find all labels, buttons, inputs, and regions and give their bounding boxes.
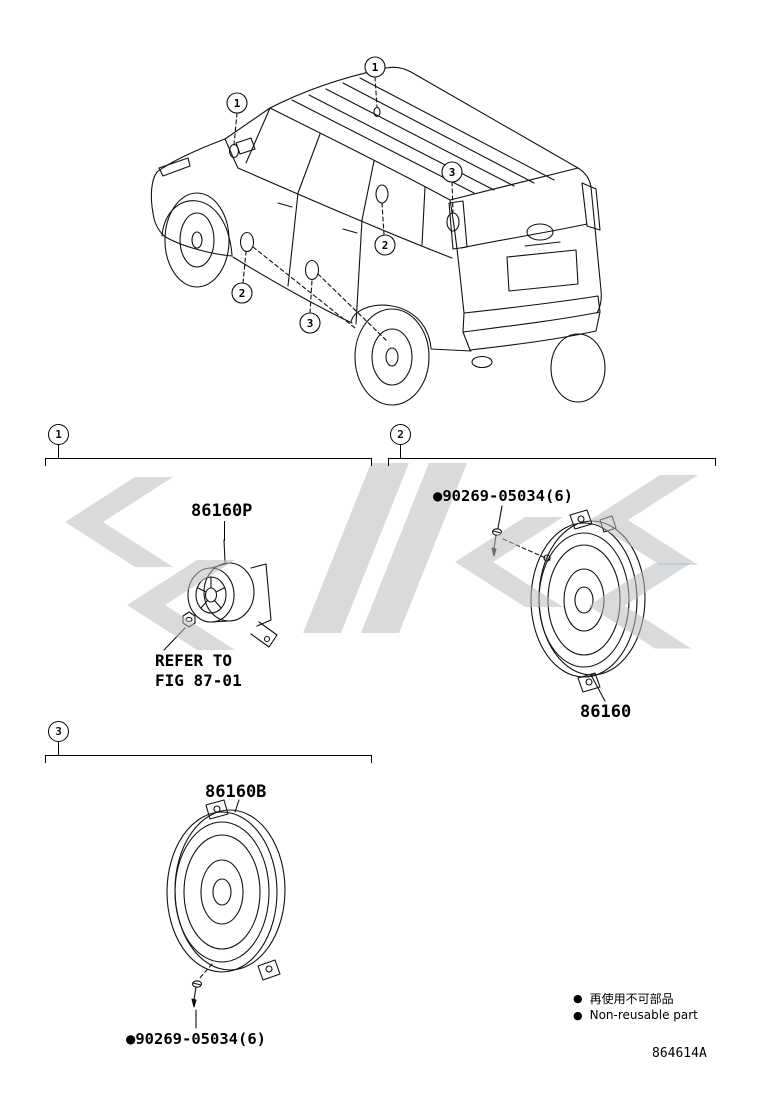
legend-text-en: Non-reusable part — [589, 1008, 698, 1022]
screw-icon — [191, 980, 203, 1008]
page-code: 864614A — [652, 1046, 707, 1061]
car-callout-2b-label: 2 — [239, 287, 246, 300]
section-3-stem — [58, 742, 59, 755]
label-connector-line — [223, 539, 226, 563]
section-1-number: 1 — [55, 428, 62, 441]
watermark-chevron — [127, 560, 235, 650]
car-callout-2a: 2 — [374, 234, 396, 256]
car-callout-2a-label: 2 — [382, 239, 389, 252]
car-callout-1a: 1 — [226, 92, 248, 114]
part-label-connector — [590, 674, 606, 702]
callout-leader-lines — [233, 76, 454, 343]
rear-wheel — [354, 308, 430, 406]
non-reusable-bullet-icon: ● — [573, 1008, 583, 1022]
refer-note-line1: REFER TO — [155, 651, 233, 670]
section-1-stem — [58, 445, 59, 458]
marker-quarter — [375, 184, 389, 204]
legend-row-en: ● Non-reusable part — [573, 1008, 698, 1022]
watermark-chevron — [65, 477, 173, 567]
car-illustration: 1 1 3 2 2 — [150, 56, 606, 406]
section-3-rule — [45, 755, 372, 756]
rear-speaker-drawing — [166, 799, 286, 1029]
car-rear-details — [448, 182, 606, 403]
car-roof-ribs — [291, 77, 555, 194]
section-2-rule — [388, 458, 716, 459]
section-3-number: 3 — [55, 725, 62, 738]
car-callout-3a: 3 — [441, 161, 463, 183]
watermark — [65, 463, 698, 650]
section-1-tick-right — [371, 458, 372, 466]
section-2-tick-right — [715, 458, 716, 466]
section-2-stem — [400, 445, 401, 458]
front-wheel — [164, 192, 230, 288]
legend-text-jp: 再使用不可部品 — [589, 992, 674, 1006]
section-3-tick-right — [371, 755, 372, 763]
section-3-marker: 3 — [48, 721, 69, 742]
car-callout-3a-label: 3 — [449, 166, 456, 179]
car-body-outline — [150, 66, 602, 369]
rear-speaker — [166, 799, 286, 981]
screw-leader-line — [198, 963, 213, 980]
section-1-rule — [45, 458, 372, 459]
section-1-marker: 1 — [48, 424, 69, 445]
watermark-chevron — [588, 563, 692, 649]
marker-front-door — [239, 231, 255, 253]
section-3-tick-left — [45, 755, 46, 763]
car-side-details — [158, 107, 453, 325]
section-2-number: 2 — [397, 428, 404, 441]
car-callout-3b-label: 3 — [307, 317, 314, 330]
refer-note-line2: FIG 87-01 — [155, 671, 242, 690]
watermark-slash — [303, 463, 409, 633]
screw-label-connector — [497, 505, 503, 529]
watermark-chevron — [590, 475, 698, 565]
section-1-tick-left — [45, 458, 46, 466]
watermark-chevron — [455, 517, 563, 607]
car-callout-1a-label: 1 — [234, 97, 241, 110]
car-callout-1b: 1 — [364, 56, 386, 78]
screw-part-number-section2: ●90269-05034(6) — [433, 487, 573, 505]
section-2-tick-left — [388, 458, 389, 466]
car-callout-2b: 2 — [231, 282, 253, 304]
part-number-86160: 86160 — [580, 702, 632, 722]
section-2-marker: 2 — [390, 424, 411, 445]
part-number-86160b: 86160B — [205, 782, 267, 802]
car-callout-3b: 3 — [299, 312, 321, 334]
part-86160p-connector — [224, 521, 225, 541]
screw-part-number-section3: ●90269-05034(6) — [126, 1030, 266, 1048]
legend-row-jp: ● 再使用不可部品 — [573, 990, 674, 1007]
marker-rear-door — [304, 259, 320, 281]
non-reusable-bullet-icon: ● — [573, 992, 583, 1005]
car-callout-1b-label: 1 — [372, 61, 379, 74]
watermark-slash — [361, 463, 467, 633]
part-number-86160p: 86160P — [191, 501, 253, 521]
